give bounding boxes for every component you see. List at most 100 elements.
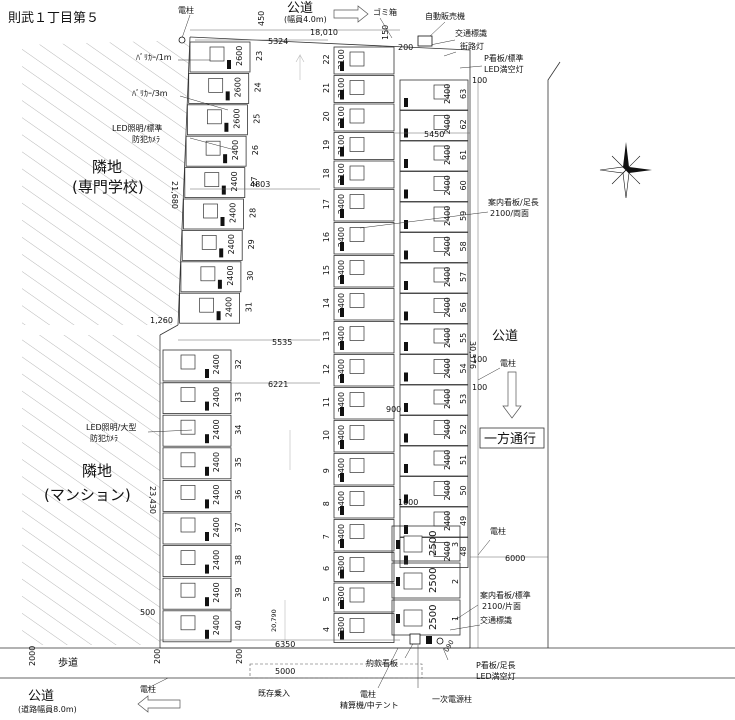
stall-width-label: 2400 — [212, 354, 221, 374]
dimension-lines — [160, 29, 548, 641]
car-outline-icon — [349, 618, 365, 633]
stall-width-label: 2500 — [428, 568, 439, 593]
parking-stall-4[interactable]: 2300 4 — [322, 613, 395, 643]
dim-2000: 2000 — [28, 646, 37, 666]
wheel-stop-icon — [340, 506, 344, 515]
stall-width-label: 2400 — [443, 267, 452, 287]
wheel-stop-icon — [396, 614, 400, 623]
car-outline-icon — [180, 354, 196, 370]
parking-stall-49[interactable]: 2400 49 — [399, 506, 469, 538]
parking-stall-61[interactable]: 2400 61 — [399, 140, 469, 172]
callout-barricade-1m: ﾊﾞﾘｶｰ/1m — [136, 53, 172, 62]
wheel-stop-icon — [223, 154, 228, 164]
stall-number: 17 — [322, 199, 331, 209]
wheel-stop-icon — [404, 159, 408, 168]
car-outline-icon — [433, 450, 449, 466]
car-outline-icon — [349, 392, 365, 407]
callout-led-large-1: LED照明/大型 — [86, 422, 136, 432]
wheel-stop-icon — [205, 564, 209, 574]
car-outline-icon — [433, 359, 449, 374]
dim-200-bot2: 200 — [235, 649, 244, 664]
stall-width-label: 2300 — [337, 617, 346, 637]
stall-number: 4 — [322, 627, 331, 632]
stall-number: 10 — [322, 430, 331, 440]
wheel-stop-icon — [224, 122, 229, 132]
power-pole-bottom-icon — [436, 637, 444, 645]
car-outline-icon — [433, 237, 449, 252]
dim-100-mid: 100 — [472, 355, 487, 364]
stall-width-label: 2400 — [443, 145, 452, 165]
car-outline-icon — [349, 359, 365, 374]
stall-number: 61 — [459, 150, 468, 160]
car-outline-icon — [433, 145, 449, 161]
dim-900: 900 — [386, 405, 401, 414]
bottom-road-arrow — [137, 695, 181, 713]
dim-5450: 5450 — [424, 130, 444, 139]
dim-5535: 5535 — [272, 338, 292, 347]
stall-width-label: 2400 — [443, 114, 452, 134]
car-outline-icon — [433, 84, 449, 100]
stall-width-label: 2600 — [234, 77, 243, 97]
stall-number: 49 — [459, 516, 468, 526]
car-outline-icon — [433, 542, 449, 557]
wheel-stop-icon — [404, 189, 408, 199]
callout-p-sign-top-2: LED満空灯 — [484, 64, 524, 74]
stall-width-label: 2400 — [443, 511, 452, 531]
dim-6000: 6000 — [505, 554, 525, 563]
